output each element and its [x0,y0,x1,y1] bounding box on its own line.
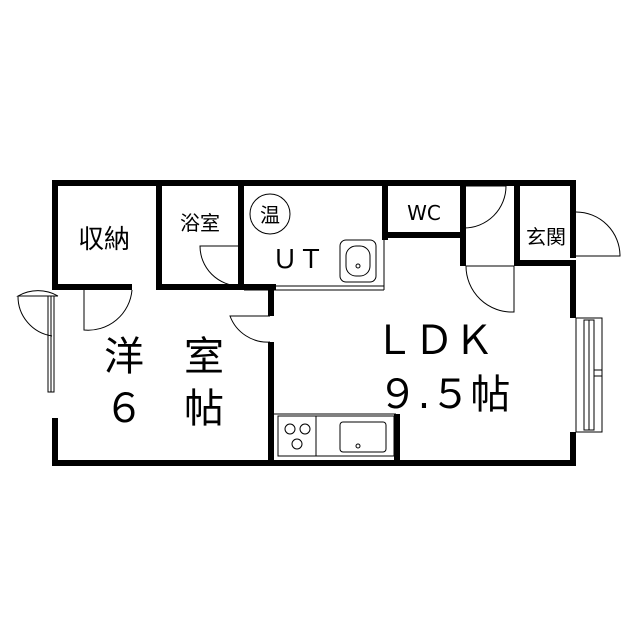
left-wall-lower [52,418,58,466]
bath-bottom-wall [156,284,276,290]
western-room-label-line1: 洋 室 [104,334,224,380]
western-door-swing [229,315,271,343]
bath-label: 浴室 [180,211,220,235]
bath-door-swing [199,245,241,287]
right-wall-lower [570,432,576,466]
top-wall [52,180,576,186]
kitchen-sink [315,415,395,457]
ldk-label-line2: ９.５帖 [378,372,511,418]
left-exterior-door-swing [16,290,59,297]
western-ldk-wall-upper [268,284,274,316]
western-room-label-line2: ６ 帖 [104,386,224,432]
entrance-label: 玄関 [526,225,566,249]
utility-label: ＵＴ [272,245,324,275]
interior-walls [52,180,576,466]
left-door-arc [17,295,53,337]
wc-right-wall [460,180,466,266]
ldk-label-line1: ＬＤＫ [374,318,494,364]
left-wall-upper [52,180,58,288]
entrance-inner-door-swing [465,265,515,313]
stove [277,415,317,457]
western-ldk-wall-lower [268,342,274,466]
bath-ut-wall-lower [238,246,244,290]
doors [16,185,621,393]
wc-bottom-wall [382,232,464,238]
ut-wc-wall [382,180,388,240]
entrance-left-wall [514,180,520,266]
washbasin [339,239,377,283]
right-wall-mid [570,262,576,318]
bottom-wall [52,460,576,466]
toilet-label: WC [407,201,441,225]
outer-walls [52,180,576,466]
water-heater-circle [249,193,291,235]
water-heater-label: 温 [260,203,280,227]
wc-door-swing [463,185,507,229]
right-wall-upper [570,180,576,258]
kitchen-end-wall [394,414,400,466]
storage-door-swing [83,289,133,331]
storage-label: 収納 [78,225,130,255]
entrance-bottom-wall [514,260,576,266]
ldk-window [575,317,603,433]
storage-bath-wall [156,180,162,290]
storage-bottom-wall-left [52,284,132,290]
entrance-exterior-door-swing [575,211,621,257]
bath-ut-wall-upper [238,180,244,246]
